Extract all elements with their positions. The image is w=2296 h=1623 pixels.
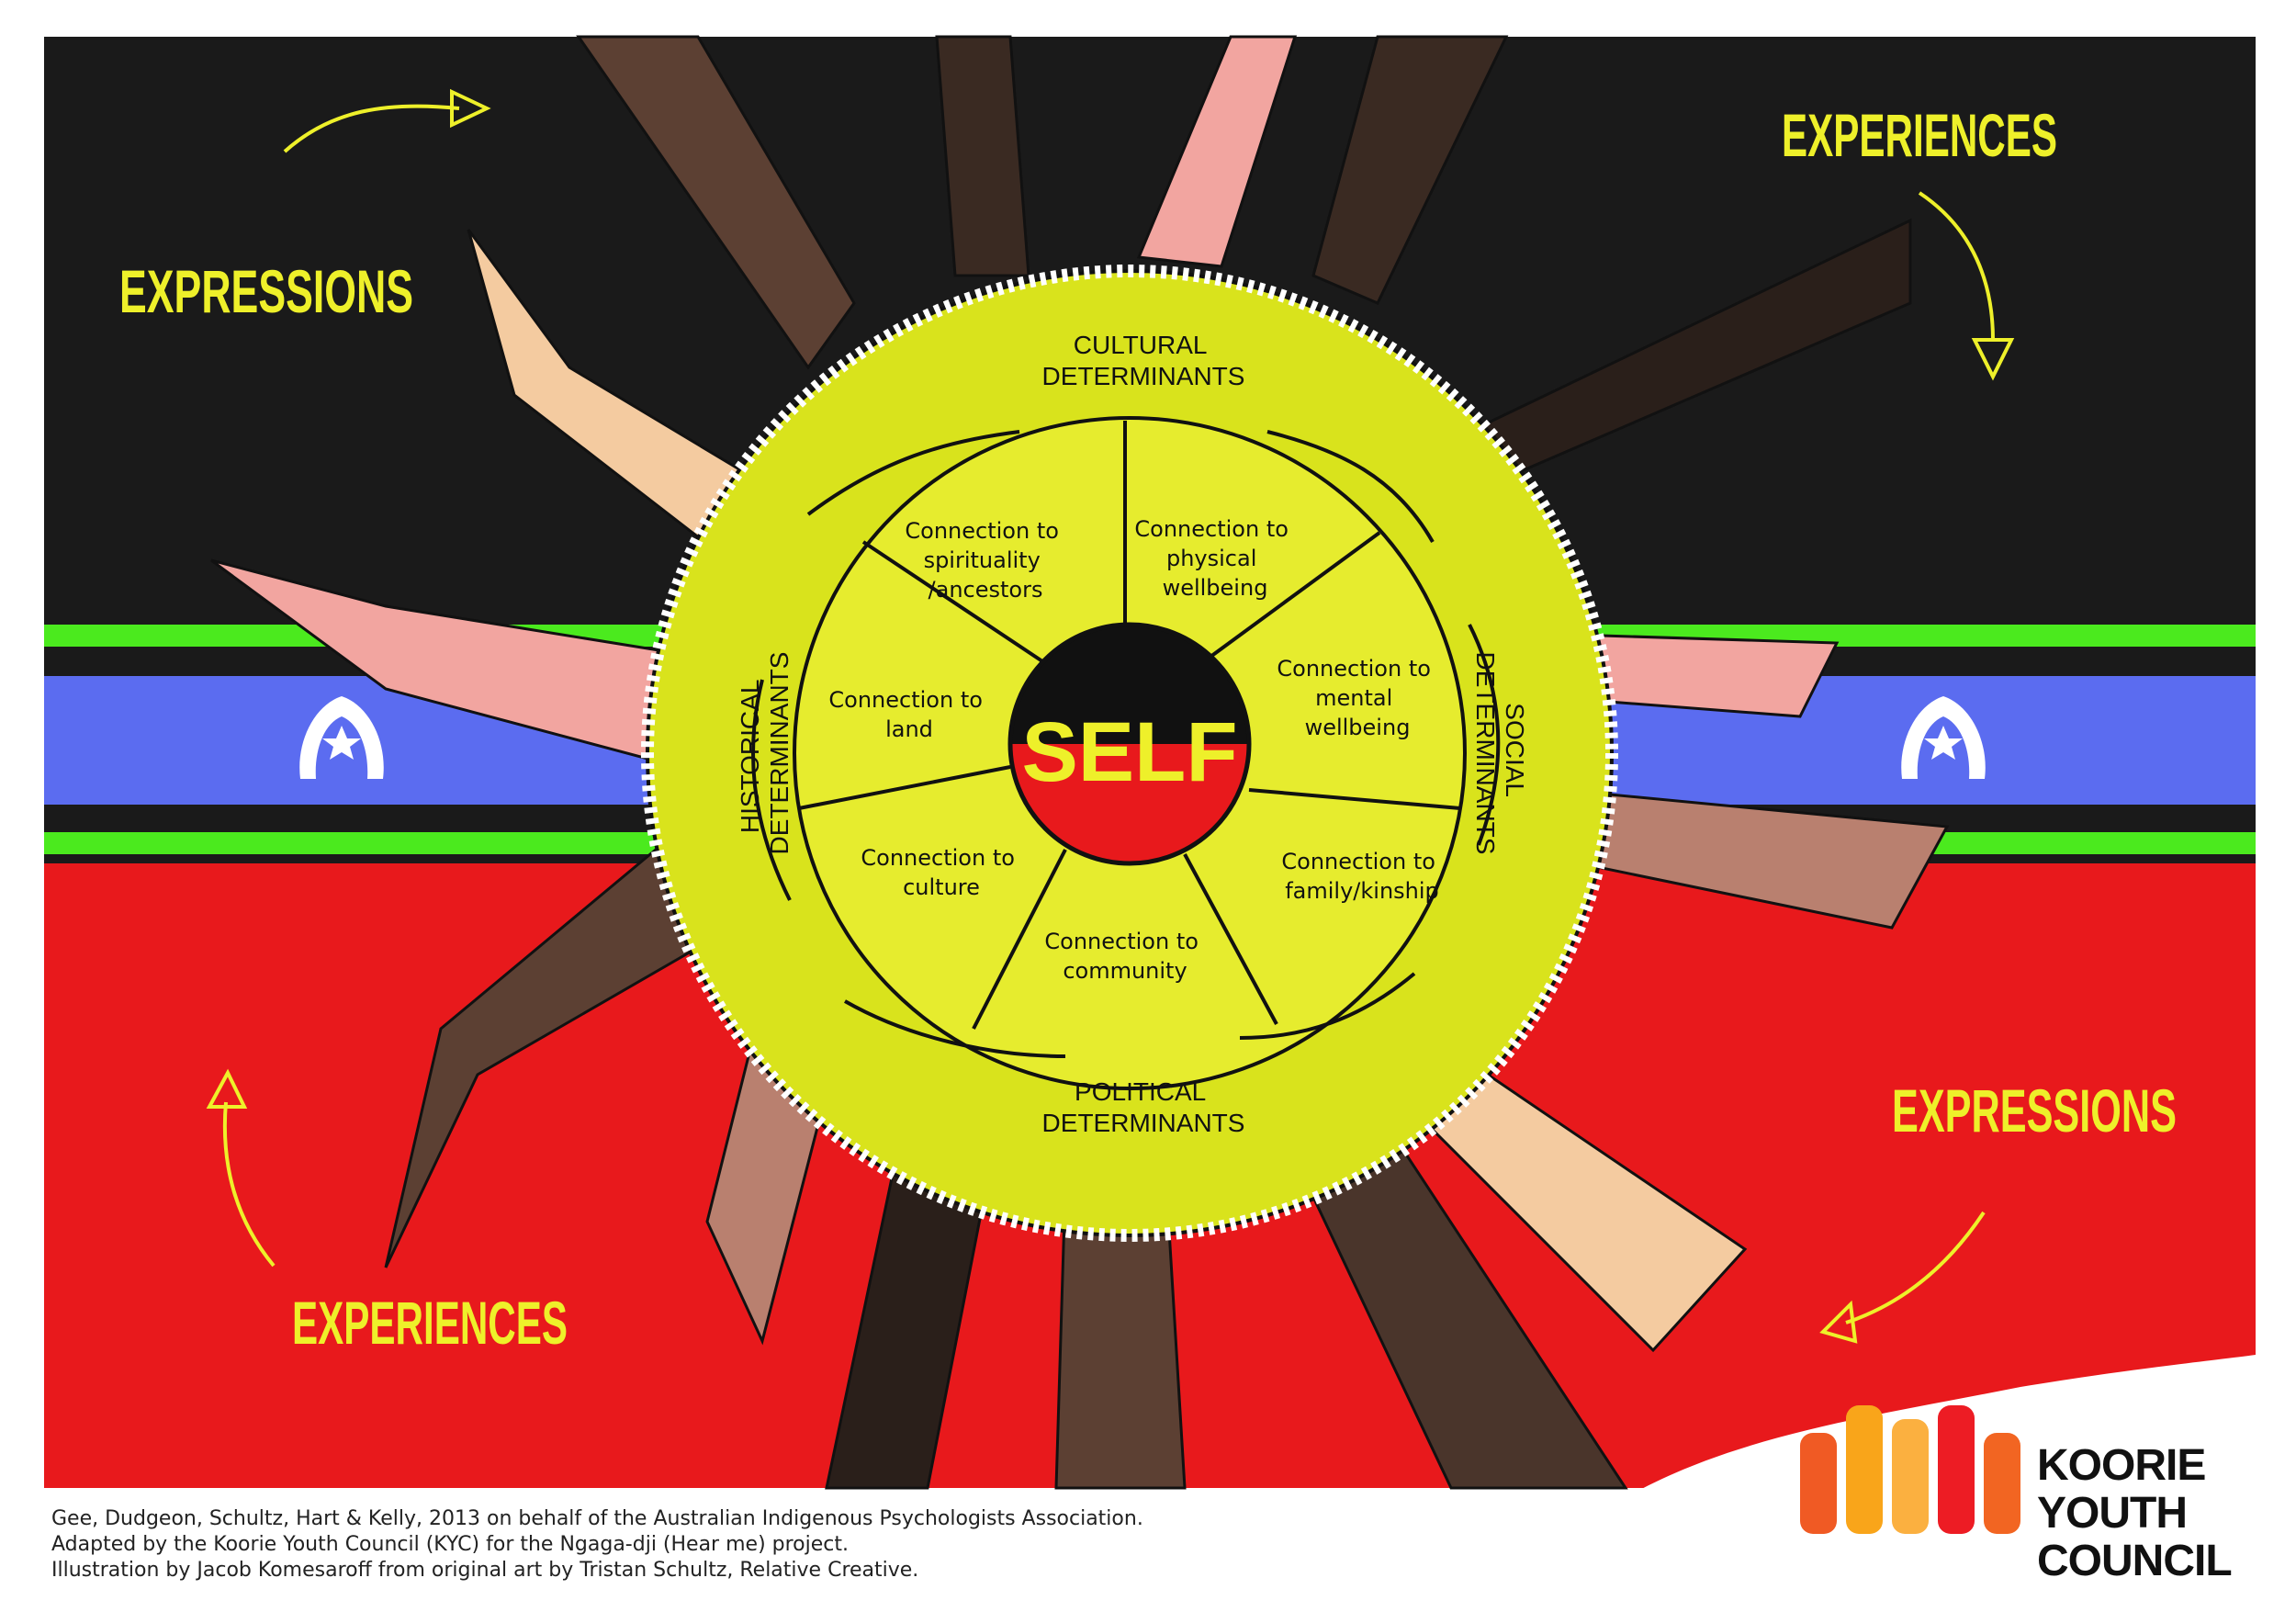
arms [210,35,1950,1490]
social-determinants: SOCIAL DETERMINANTS [1471,652,1529,855]
kyc-logo-text: KOORIE YOUTH COUNCIL [2037,1442,2267,1585]
cultural-determinants: CULTURAL DETERMINANTS [1042,331,1245,390]
self-center: SELF [1007,622,1252,866]
logo-line-3: COUNCIL [2037,1537,2233,1585]
dhari-headdress-icon [1901,696,1986,779]
self-label: SELF [1021,705,1237,799]
determinant-labels: CULTURAL DETERMINANTS POLITICAL DETERMIN… [736,331,1529,1137]
credit-line-3: Illustration by Jacob Komesaroff from or… [51,1559,919,1582]
corner-labels: EXPRESSIONS EXPERIENCES EXPRESSIONS EXPE… [119,101,2177,1357]
connection-land: Connection to land [828,687,989,742]
connection-physical: Connection to physical wellbeing [1134,516,1295,601]
flow-arrows [751,430,1501,1058]
logo-line-1: KOORIE [2037,1441,2206,1490]
connection-family: Connection to family/kinship [1281,849,1442,904]
historical-determinants: HISTORICAL DETERMINANTS [736,652,793,855]
corner-arrows [206,88,2015,1344]
dhari-headdress-icon [299,696,384,779]
logo-line-2: YOUTH [2037,1489,2188,1538]
connection-culture: Connection to culture [861,845,1021,900]
credit-line-2: Adapted by the Koorie Youth Council (KYC… [51,1533,849,1556]
experiences-bottom-left: EXPERIENCES [292,1289,568,1357]
kyc-logo-mark [1800,1405,2020,1534]
connection-labels: Connection to spirituality /ancestors Co… [828,516,1442,984]
connection-community: Connection to community [1044,929,1205,984]
connection-spirituality: Connection to spirituality /ancestors [905,518,1065,603]
expressions-top-left: EXPRESSIONS [119,257,413,325]
credit-line-1: Gee, Dudgeon, Schultz, Hart & Kelly, 201… [51,1507,1143,1530]
political-determinants: POLITICAL DETERMINANTS [1042,1077,1245,1137]
credits: Gee, Dudgeon, Schultz, Hart & Kelly, 201… [51,1506,1613,1584]
segment-dividers [798,421,1461,1030]
rope-ring [641,265,1618,1242]
connection-mental: Connection to mental wellbeing [1277,656,1437,740]
expressions-bottom-right: EXPRESSIONS [1892,1076,2177,1144]
experiences-top-right: EXPERIENCES [1782,101,2057,169]
